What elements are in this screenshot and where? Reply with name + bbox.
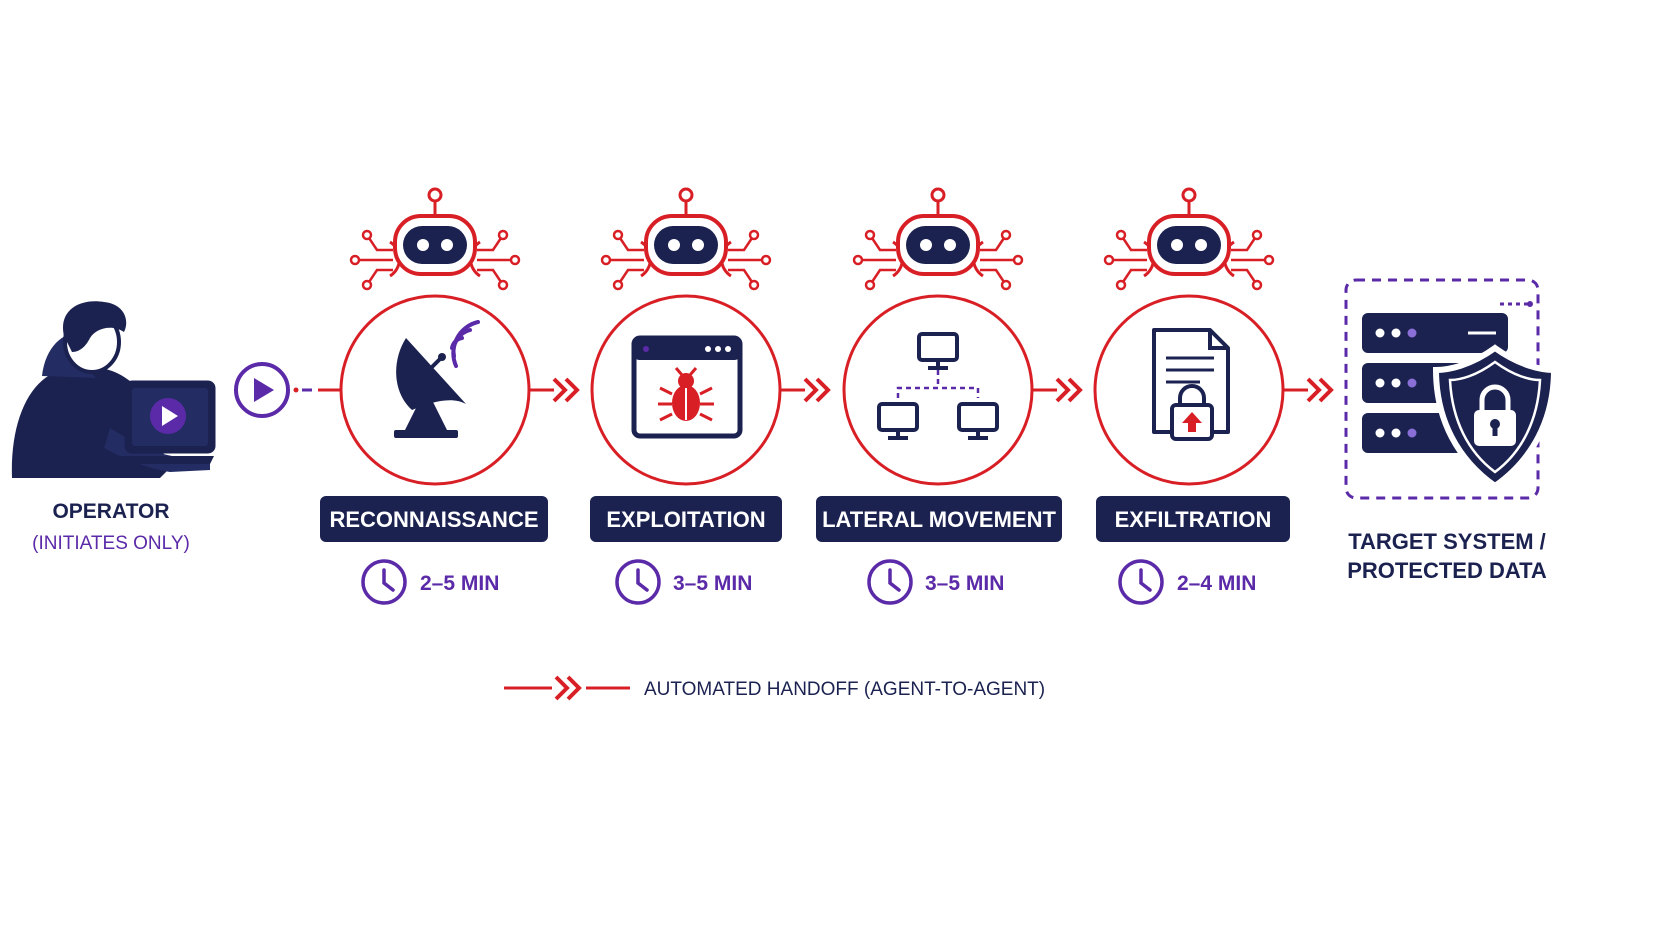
handoff-arrow-icon bbox=[1306, 377, 1333, 403]
operator-subtitle: (INITIATES ONLY) bbox=[32, 533, 190, 554]
stage-label: RECONNAISSANCE bbox=[329, 507, 538, 532]
handoff-arrow-icon bbox=[1055, 377, 1082, 403]
stage-label-box bbox=[320, 496, 548, 542]
locked-document-upload-icon bbox=[1152, 328, 1230, 441]
stage-exploitation: EXPLOITATION 3–5 MIN bbox=[590, 187, 782, 605]
handoff-arrow-icon bbox=[504, 675, 630, 701]
stage-label: EXFILTRATION bbox=[1115, 507, 1272, 532]
stage-label-box bbox=[816, 496, 1062, 542]
clock-icon bbox=[361, 559, 407, 605]
browser-bug-icon bbox=[631, 335, 743, 439]
stage-duration: 2–5 MIN bbox=[420, 572, 499, 595]
robot-agent-icon bbox=[852, 187, 1024, 291]
legend: AUTOMATED HANDOFF (AGENT-TO-AGENT) bbox=[504, 675, 1045, 701]
target-system: TARGET SYSTEM / PROTECTED DATA bbox=[1344, 278, 1558, 583]
handoff-arrow-icon bbox=[803, 377, 830, 403]
stage-label: EXPLOITATION bbox=[606, 507, 765, 532]
network-computers-icon bbox=[877, 332, 999, 440]
start-connector bbox=[293, 387, 340, 393]
target-label-line2: PROTECTED DATA bbox=[1347, 558, 1547, 583]
robot-agent-icon bbox=[1103, 187, 1275, 291]
operator-title: OPERATOR bbox=[52, 500, 169, 523]
stage-duration: 3–5 MIN bbox=[925, 572, 1004, 595]
start-button[interactable] bbox=[234, 362, 290, 418]
stage-reconnaissance: RECONNAISSANCE 2–5 MIN bbox=[320, 187, 548, 605]
robot-agent-icon bbox=[349, 187, 521, 291]
legend-label: AUTOMATED HANDOFF (AGENT-TO-AGENT) bbox=[644, 679, 1045, 700]
server-shield-lock-icon bbox=[1362, 313, 1558, 490]
stage-exfiltration: EXFILTRATION 2–4 MIN bbox=[1093, 187, 1290, 605]
target-label-line1: TARGET SYSTEM / bbox=[1348, 529, 1546, 554]
handoff-arrow-icon bbox=[552, 377, 579, 403]
clock-icon bbox=[867, 559, 913, 605]
robot-agent-icon bbox=[600, 187, 772, 291]
stage-label-box bbox=[1096, 496, 1290, 542]
operator-at-laptop-icon bbox=[11, 301, 216, 478]
clock-icon bbox=[1118, 559, 1164, 605]
stage-duration: 3–5 MIN bbox=[673, 572, 752, 595]
play-icon bbox=[254, 378, 274, 402]
stage-lateral-movement: LATERAL MOVEMENT 3–5 MIN bbox=[816, 187, 1062, 605]
stage-label: LATERAL MOVEMENT bbox=[822, 507, 1056, 532]
stage-label-box bbox=[590, 496, 782, 542]
satellite-dish-icon bbox=[394, 320, 480, 438]
clock-icon bbox=[615, 559, 661, 605]
stage-duration: 2–4 MIN bbox=[1177, 572, 1256, 595]
